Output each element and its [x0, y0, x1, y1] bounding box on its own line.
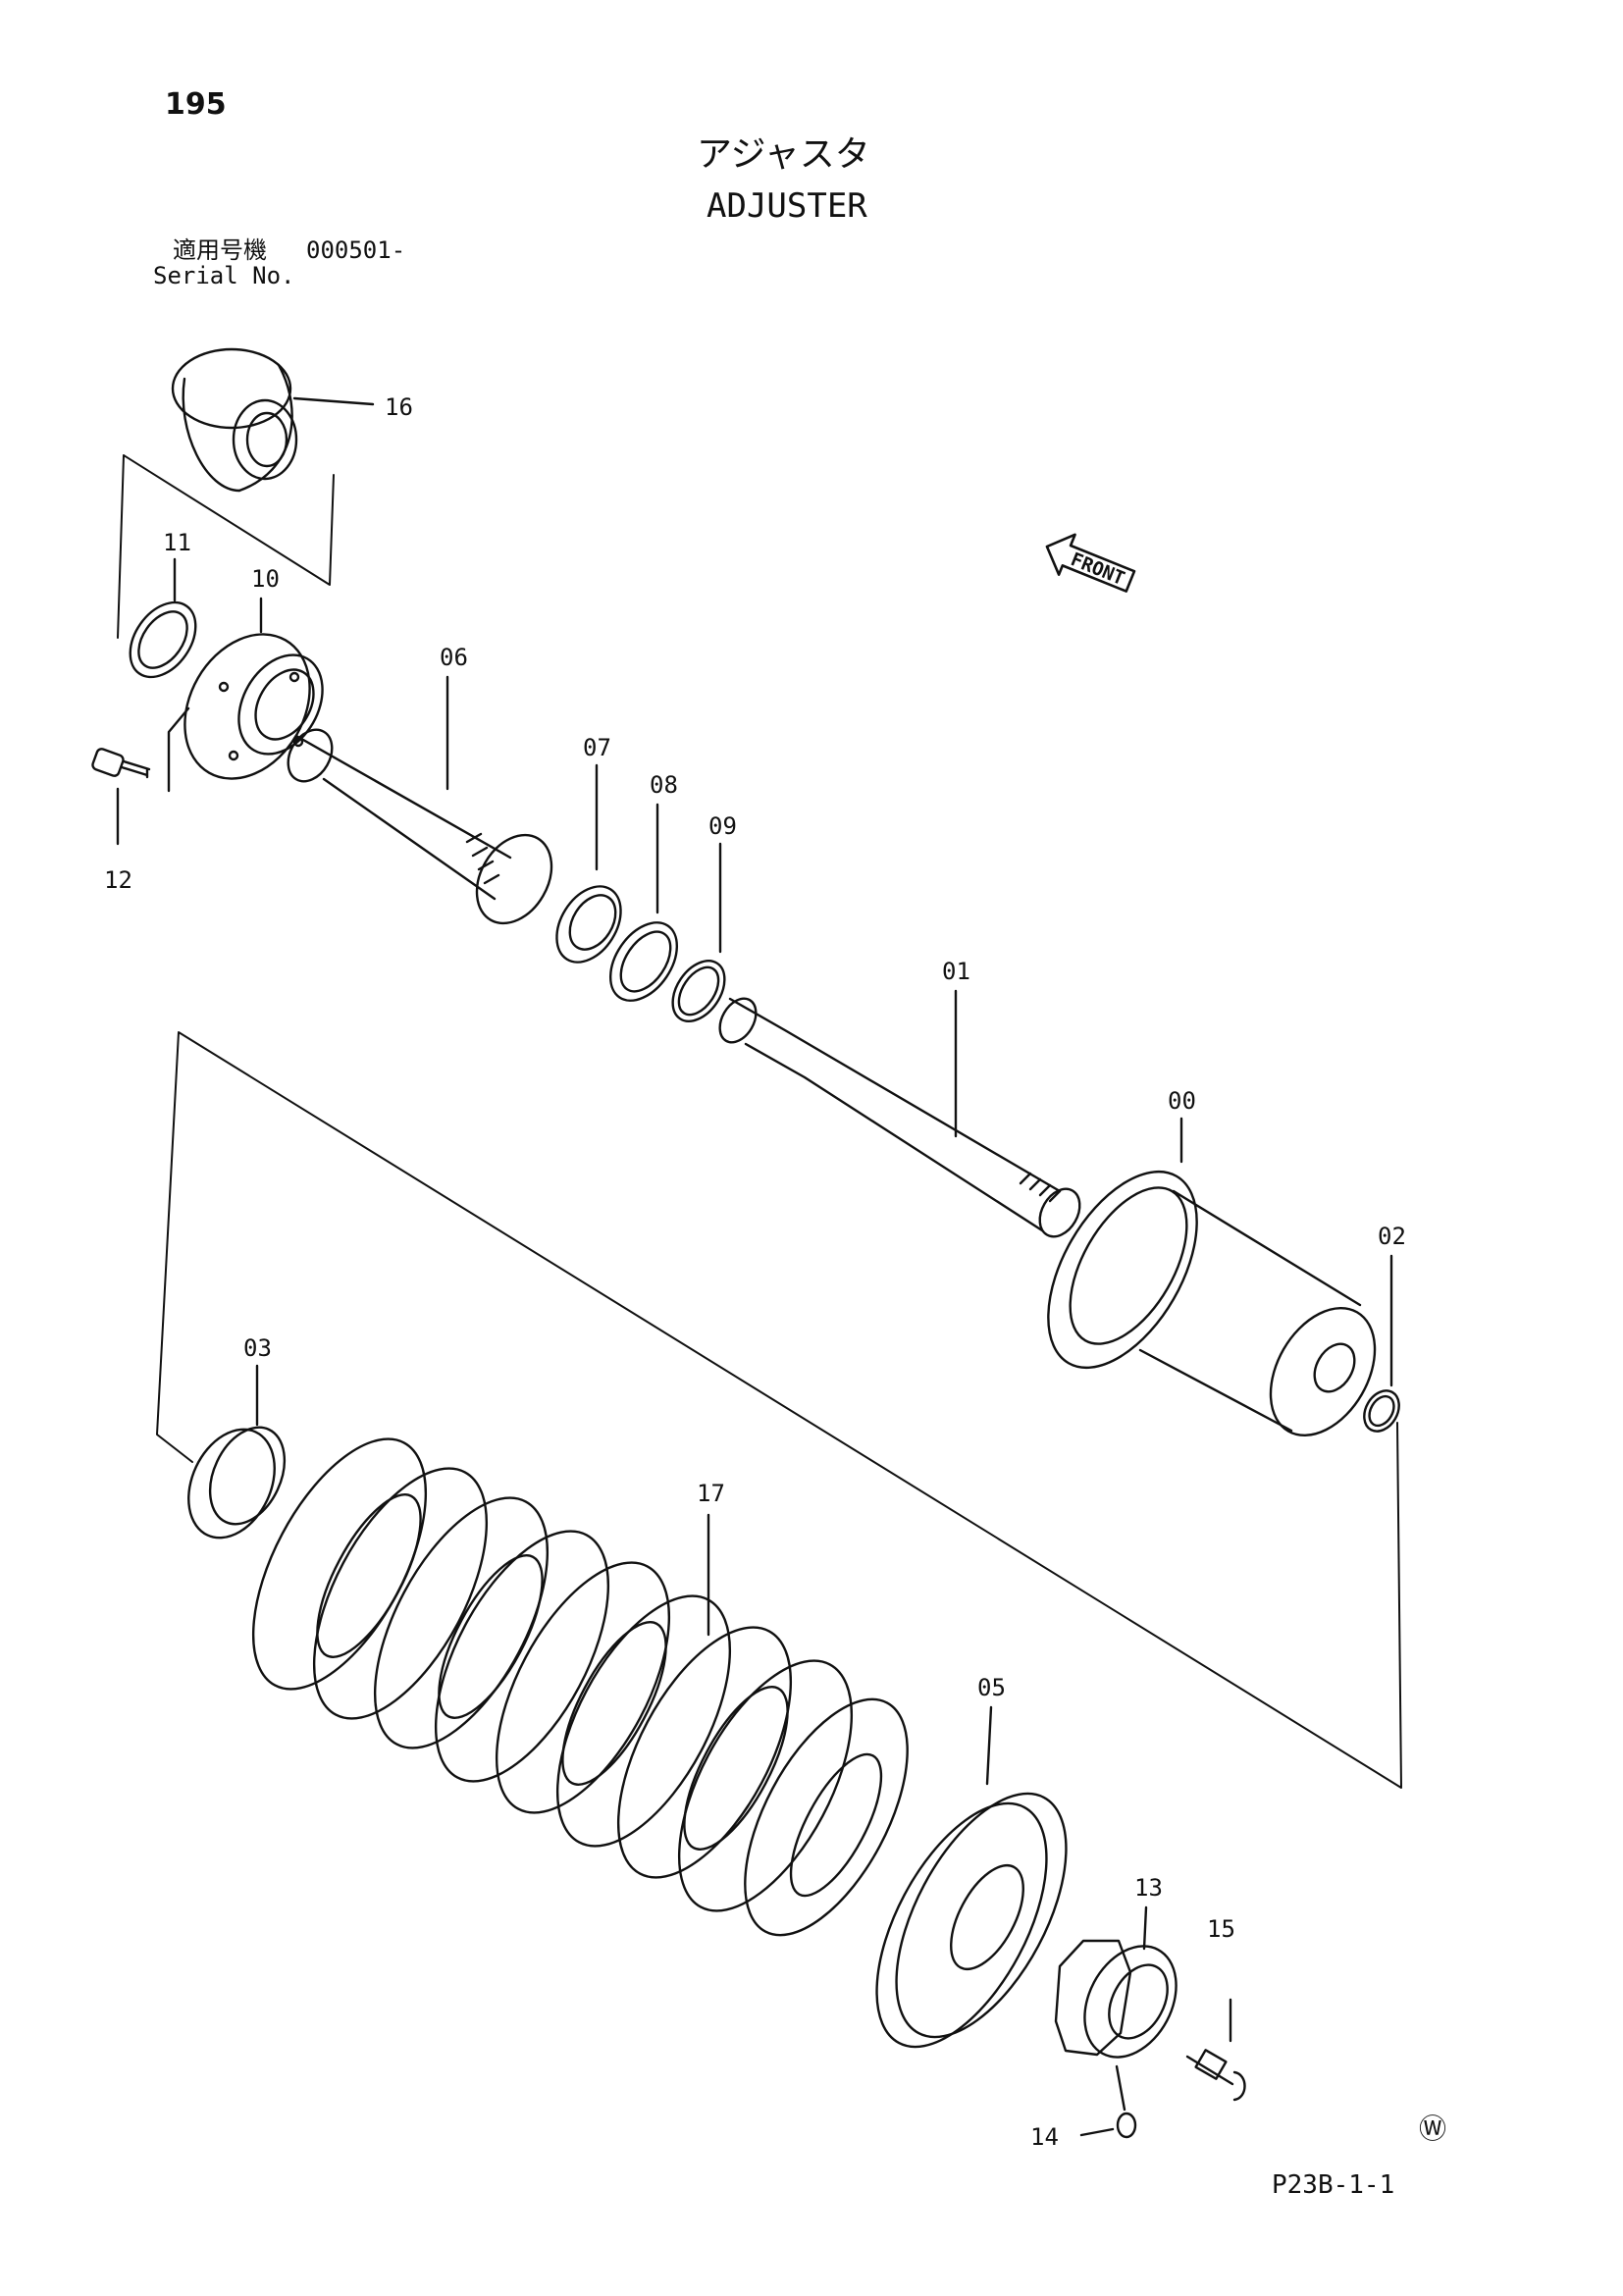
part-05-washer — [875, 1705, 1068, 2049]
drawing-id: P23B-1-1 — [1272, 2170, 1395, 2200]
front-arrow: FRONT — [1045, 533, 1136, 593]
part-label-11: 11 — [163, 529, 191, 556]
part-label-07: 07 — [583, 734, 611, 761]
serial-label-english: Serial No. — [153, 262, 295, 289]
part-03-spacer — [187, 1364, 287, 1539]
part-13-nut — [1054, 1905, 1178, 2059]
title-japanese: アジャスタ — [697, 134, 870, 175]
part-01-rod — [718, 989, 1081, 1238]
part-09-ring — [671, 842, 726, 1022]
part-label-10: 10 — [251, 565, 280, 593]
part-label-15: 15 — [1207, 1915, 1235, 1943]
part-00-body — [1047, 1117, 1377, 1437]
part-label-12: 12 — [104, 866, 132, 894]
part-12-bolt — [91, 748, 151, 846]
part-label-09: 09 — [708, 812, 737, 840]
part-label-02: 02 — [1378, 1223, 1406, 1250]
part-label-03: 03 — [243, 1334, 272, 1362]
serial-number-value: 000501- — [306, 236, 406, 264]
part-label-13: 13 — [1134, 1874, 1163, 1902]
corner-mark: Ⓦ — [1419, 2113, 1447, 2145]
part-07-ring — [555, 763, 622, 964]
front-arrow-label: FRONT — [1068, 548, 1127, 590]
part-label-01: 01 — [942, 958, 970, 985]
part-17-spring — [251, 1437, 909, 1937]
title-english: ADJUSTER — [707, 186, 867, 226]
part-08-ring — [608, 803, 679, 1002]
part-label-17: 17 — [697, 1480, 725, 1507]
serial-label-japanese: 適用号機 — [173, 236, 267, 264]
part-label-00: 00 — [1168, 1087, 1196, 1115]
part-label-06: 06 — [440, 644, 468, 671]
part-label-05: 05 — [977, 1674, 1006, 1701]
page-number: 195 — [165, 87, 227, 122]
part-11-ring — [129, 557, 197, 679]
part-02-ring — [156, 1031, 1402, 1789]
part-label-08: 08 — [650, 771, 678, 799]
part-label-16: 16 — [385, 393, 413, 421]
part-06-cylinder — [287, 675, 553, 925]
part-16-cap — [171, 347, 375, 493]
part-label-14: 14 — [1030, 2123, 1059, 2151]
part-10-flange — [167, 597, 324, 793]
part-15-valve — [1185, 1998, 1246, 2102]
part-14-fitting — [1079, 2064, 1137, 2139]
